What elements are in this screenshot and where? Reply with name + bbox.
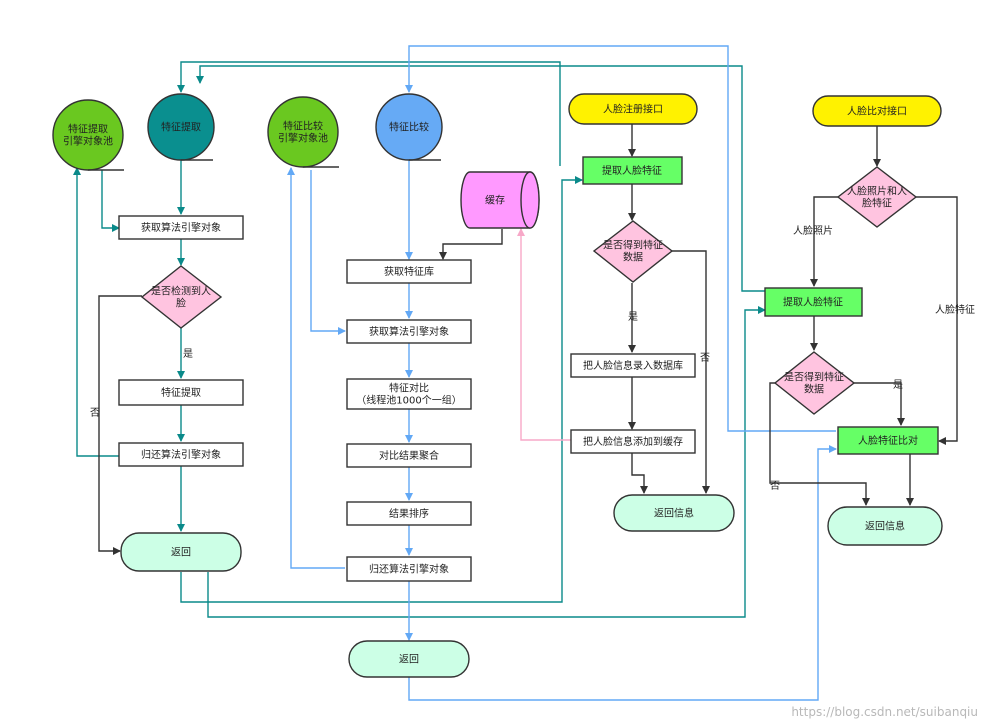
sort-label: 结果排序 — [389, 507, 429, 520]
cmp-got-feature-diamond: 是否得到特征数据 — [773, 351, 856, 415]
extract-box: 特征提取 — [118, 379, 244, 406]
return-terminator-1: 返回 — [120, 532, 242, 572]
edge-add-cache-to-cache — [517, 228, 571, 441]
watermark: https://blog.csdn.net/suibanqiu — [791, 705, 978, 719]
cache-label: 缓存 — [485, 194, 505, 207]
feature-extract-circle: 特征提取 — [147, 93, 215, 161]
feature-extract-circle-label: 特征提取 — [161, 122, 201, 134]
edge-label-no-2: 否 — [700, 352, 710, 364]
compare-api-label: 人脸比对接口 — [847, 105, 907, 118]
feature-compare-box: 特征对比（线程池1000个一组） — [346, 378, 472, 410]
edge-label-yes-1: 是 — [183, 348, 193, 360]
reg-got-feature-diamond: 是否得到特征数据 — [592, 220, 674, 283]
get-feature-lib-box: 获取特征库 — [346, 259, 472, 284]
aggregate-box: 对比结果聚合 — [346, 443, 472, 468]
return-engine-label-1: 归还算法引擎对象 — [141, 448, 221, 461]
edge-return-to-register-extract — [180, 176, 583, 603]
reg-return-label: 返回信息 — [654, 507, 694, 520]
return-engine-label-2: 归还算法引擎对象 — [369, 563, 449, 576]
add-cache-label: 把人脸信息添加到缓存 — [583, 435, 683, 448]
edge-register-to-extract-circle — [177, 61, 561, 166]
cache-cylinder: 缓存 — [460, 171, 540, 229]
edge-label-yes-2: 是 — [628, 311, 638, 323]
edge-cmp-compare-to-compare-circle — [405, 45, 836, 432]
get-engine-label-1: 获取算法引擎对象 — [141, 221, 221, 234]
edge-label-photo: 人脸照片 — [793, 224, 833, 237]
reg-return-terminator: 返回信息 — [613, 494, 735, 532]
reg-extract-box: 提取人脸特征 — [582, 156, 683, 185]
detect-face-diamond: 是否检测到人脸 — [140, 265, 223, 329]
return-terminator-2: 返回 — [348, 640, 470, 678]
edge-label-no-3: 否 — [770, 480, 780, 492]
edge-label-feature: 人脸特征 — [935, 303, 975, 316]
aggregate-label: 对比结果聚合 — [379, 449, 439, 462]
get-engine-box-1: 获取算法引擎对象 — [118, 215, 244, 240]
get-engine-box-2: 获取算法引擎对象 — [346, 319, 472, 344]
edge-detect-no — [98, 295, 142, 555]
feature-compare-circle-label: 特征比较 — [389, 121, 429, 134]
photo-or-feature-diamond: 人脸照片和人脸特征 — [836, 166, 918, 228]
feature-pool-circle: 特征提取引擎对象池 — [52, 99, 124, 171]
detect-face-label: 是否检测到人脸 — [151, 285, 211, 310]
edge-cmp-diamond-no — [769, 382, 870, 506]
edge-return-engine-to-compare-pool — [287, 167, 345, 569]
cmp-extract-label: 提取人脸特征 — [783, 296, 843, 309]
edge-reg-diamond-no — [671, 250, 710, 494]
reg-got-feature-label: 是否得到特征数据 — [603, 240, 663, 264]
extract-label: 特征提取 — [161, 387, 201, 399]
compare-pool-circle: 特征比较引擎对象池 — [267, 96, 339, 168]
cmp-compare-label: 人脸特征比对 — [858, 434, 918, 447]
edge-return-to-compare-extract — [207, 306, 766, 618]
edge-cache-to-lib — [439, 229, 503, 260]
edge-diamond-feature — [916, 196, 958, 445]
reg-extract-label: 提取人脸特征 — [602, 164, 662, 177]
return-engine-box-1: 归还算法引擎对象 — [118, 442, 244, 467]
cmp-got-feature-label: 是否得到特征数据 — [784, 372, 844, 396]
cmp-compare-box: 人脸特征比对 — [837, 426, 939, 455]
edge-label-no-1: 否 — [90, 407, 100, 419]
register-api-terminator: 人脸注册接口 — [568, 93, 698, 125]
get-engine-label-2: 获取算法引擎对象 — [369, 325, 449, 338]
photo-or-feature-label: 人脸照片和人脸特征 — [847, 185, 907, 210]
edge-diamond-photo — [810, 196, 838, 287]
feature-pool-label: 特征提取引擎对象池 — [63, 124, 113, 148]
insert-db-box: 把人脸信息录入数据库 — [570, 353, 696, 378]
register-api-label: 人脸注册接口 — [603, 103, 663, 116]
edge-pool-to-get-engine — [101, 170, 120, 232]
edge-return-engine-to-pool — [73, 167, 119, 457]
cmp-extract-box: 提取人脸特征 — [764, 287, 863, 317]
edge-return-2-to-cmp-compare — [408, 445, 837, 701]
get-feature-lib-label: 获取特征库 — [384, 265, 434, 278]
feature-compare-circle: 特征比较 — [375, 93, 443, 161]
add-cache-box: 把人脸信息添加到缓存 — [570, 429, 696, 454]
return-label-1: 返回 — [171, 547, 191, 559]
compare-pool-label: 特征比较引擎对象池 — [278, 120, 328, 145]
compare-api-terminator: 人脸比对接口 — [812, 95, 942, 127]
edge-add-cache-to-reg-return — [631, 452, 648, 494]
return-engine-box-2: 归还算法引擎对象 — [346, 556, 472, 582]
insert-db-label: 把人脸信息录入数据库 — [583, 359, 683, 372]
cmp-return-terminator: 返回信息 — [827, 506, 943, 546]
edge-compare-pool-to-get-engine — [310, 170, 346, 335]
edge-label-yes-3: 是 — [893, 379, 903, 391]
sort-box: 结果排序 — [346, 501, 472, 526]
cmp-return-label: 返回信息 — [865, 520, 905, 533]
feature-compare-label: 特征对比（线程池1000个一组） — [356, 382, 461, 407]
edge-cmp-diamond-yes — [854, 382, 905, 426]
return-label-2: 返回 — [399, 654, 419, 666]
edge-compare-to-extract-circle — [196, 65, 765, 292]
